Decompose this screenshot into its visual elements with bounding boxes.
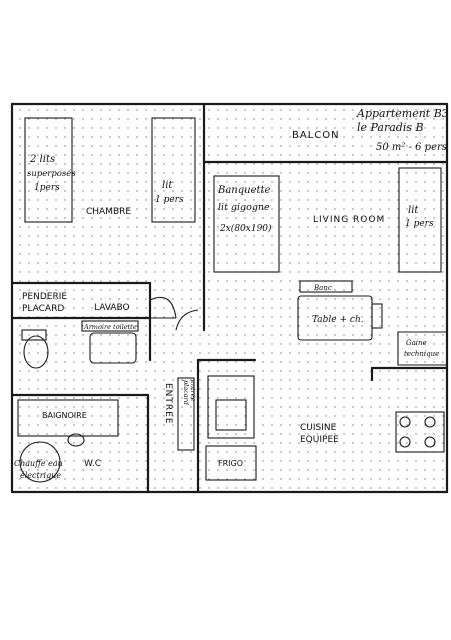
bunk-bed-label-2: superposés	[27, 168, 76, 179]
table-label: Table + ch.	[312, 315, 364, 325]
bunk-bed-label-1: 2 lits	[29, 154, 55, 165]
single-bed-chambre-label-2: 1 pers	[155, 195, 184, 205]
interior-walls	[10, 102, 449, 494]
entry-closet	[177, 377, 195, 451]
entry-closet-label-2: entrée	[189, 380, 197, 402]
label-equipee: EQUIPEE	[300, 435, 339, 445]
bathtub	[17, 399, 119, 437]
sofa-bed-label-1: Banquette	[217, 185, 271, 196]
label-chambre: CHAMBRE	[86, 207, 131, 217]
gaine-label-2: technique	[404, 350, 439, 358]
sofa-bed-label-2: lit gigogne	[218, 202, 270, 213]
toilet-tank	[21, 329, 47, 341]
dot-grid	[12, 104, 447, 492]
bench-label: Banc	[313, 284, 332, 292]
header-line2: le Paradis B	[357, 121, 424, 134]
sink	[89, 332, 137, 364]
chair-right	[371, 303, 383, 329]
single-bed-living	[398, 167, 442, 273]
water-heater-label-2: électrique	[20, 471, 61, 480]
label-cuisine: CUISINE	[300, 423, 337, 433]
water-heater	[19, 441, 61, 483]
gaine-label-1: Gaine	[406, 339, 427, 347]
label-penderie: PENDERIE	[22, 292, 67, 302]
kitchen-sink	[207, 375, 255, 439]
label-living-room: LIVING ROOM	[313, 215, 385, 225]
single-bed-chambre-label-1: lit	[162, 180, 173, 191]
label-wc: W.C	[84, 459, 101, 469]
toilet-bowl	[23, 335, 49, 369]
bunk-bed	[24, 117, 73, 223]
label-lavabo: LAVABO	[94, 303, 130, 313]
burner-3	[399, 436, 411, 448]
label-entree: ENTREE	[163, 383, 173, 425]
single-bed-chambre	[151, 117, 196, 223]
label-baignoire: BAIGNOIRE	[42, 411, 87, 420]
label-frigo: FRIGO	[218, 459, 243, 468]
wc-bowl	[67, 433, 85, 447]
water-heater-label-1: Chauffe eau	[14, 459, 63, 468]
single-bed-living-label-2: 1 pers	[405, 219, 434, 229]
burner-2	[424, 416, 436, 428]
fridge	[205, 445, 257, 481]
label-balcon: BALCON	[292, 130, 340, 141]
header-line3: 50 m² - 6 pers	[376, 142, 447, 153]
outer-walls	[10, 102, 449, 494]
header-line1: Appartement B3	[356, 107, 449, 120]
label-placard: PLACARD	[22, 304, 64, 314]
burner-1	[399, 416, 411, 428]
bunk-bed-label-3: 1pers	[34, 183, 60, 193]
sofa-bed	[213, 175, 280, 273]
entry-closet-label-1: placard	[182, 380, 190, 405]
label-armoire-toilette: Armoire toilette	[83, 323, 137, 331]
bench	[299, 280, 353, 293]
single-bed-living-label-1: lit	[408, 205, 419, 216]
door-swings	[149, 296, 199, 331]
kitchen-sink-basin	[215, 399, 247, 431]
mirror-cabinet	[81, 320, 139, 332]
sofa-bed-label-3: 2x(80x190)	[219, 223, 272, 234]
cooktop	[395, 411, 445, 453]
burner-4	[424, 436, 436, 448]
